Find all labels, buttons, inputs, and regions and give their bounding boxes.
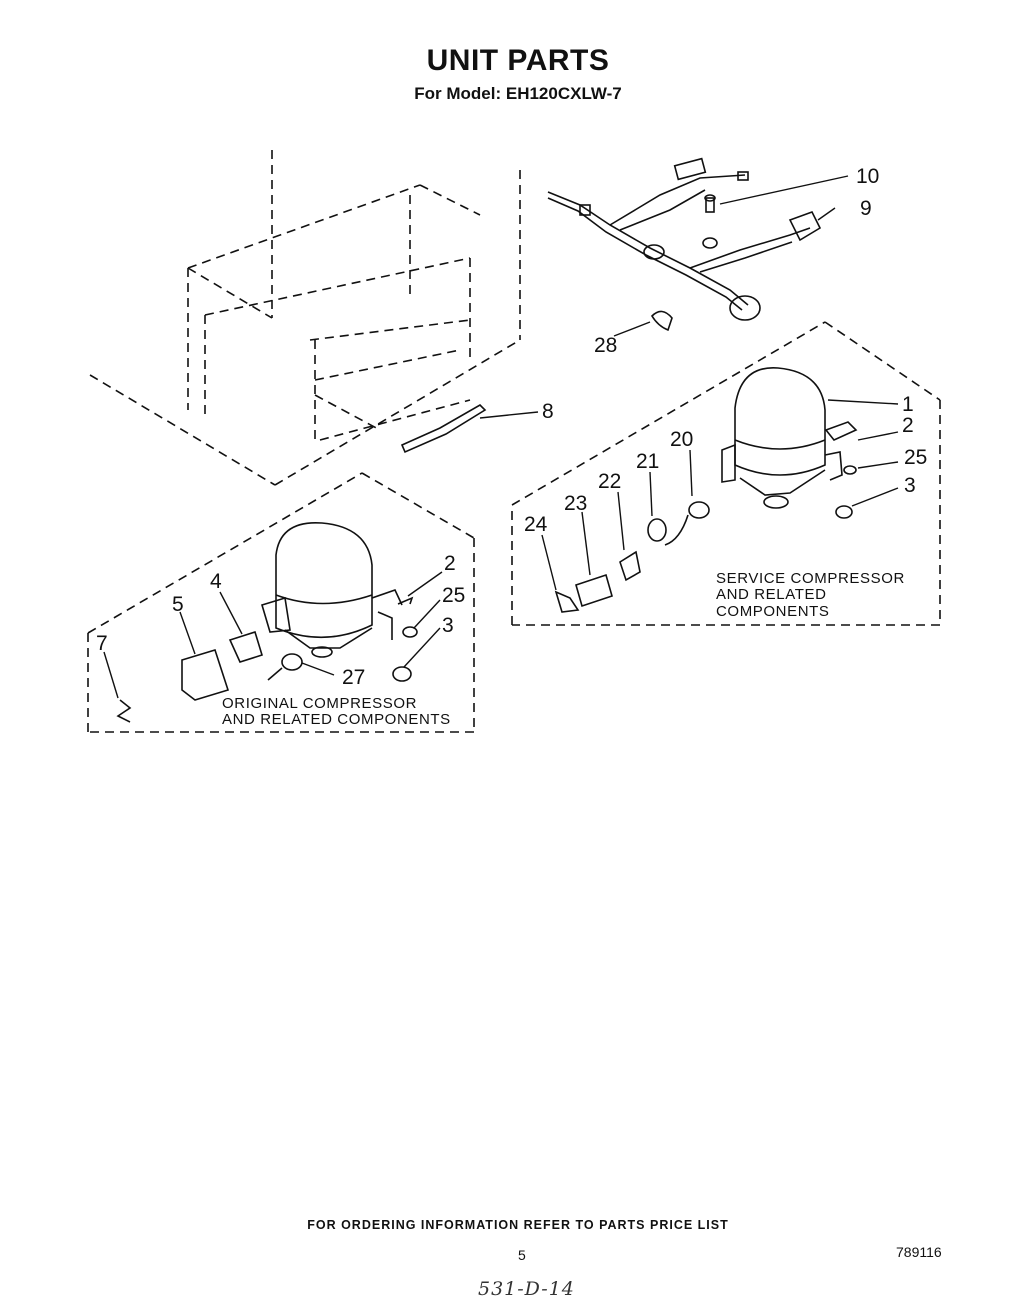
- service-group-label-line1: SERVICE COMPRESSOR: [716, 570, 905, 587]
- callout-9: 9: [860, 197, 872, 220]
- callout-24: 24: [524, 513, 548, 536]
- callout-25-service: 25: [904, 446, 927, 469]
- service-compressor: [721, 367, 843, 509]
- wire-harness: [547, 157, 822, 321]
- callout-21: 21: [636, 450, 659, 473]
- callout-5: 5: [172, 593, 184, 616]
- callout-20: 20: [670, 428, 693, 451]
- callout-8: 8: [542, 400, 554, 423]
- page-number: 5: [518, 1247, 526, 1263]
- original-small-parts: [116, 596, 418, 723]
- original-group-label-line2: AND RELATED COMPONENTS: [222, 711, 451, 728]
- ordering-info-note: FOR ORDERING INFORMATION REFER TO PARTS …: [307, 1218, 729, 1232]
- original-compressor: [261, 522, 403, 658]
- service-group-label-line3: COMPONENTS: [716, 603, 830, 620]
- service-group-box: [511, 321, 941, 626]
- cabinet-outline: [89, 150, 521, 486]
- screw-part: [704, 194, 716, 213]
- callout-2-service: 2: [902, 414, 914, 437]
- callout-7: 7: [96, 632, 108, 655]
- callout-25-original: 25: [442, 584, 465, 607]
- callout-3-original: 3: [442, 614, 454, 637]
- original-group-label-line1: ORIGINAL COMPRESSOR: [222, 695, 417, 712]
- handwritten-note: 531-D-14: [478, 1278, 575, 1300]
- service-group-label-line2: AND RELATED: [716, 586, 827, 603]
- callout-23: 23: [564, 492, 587, 515]
- callout-22: 22: [598, 470, 621, 493]
- service-small-parts: [554, 421, 858, 613]
- callout-4: 4: [210, 570, 222, 593]
- callout-1: 1: [902, 393, 914, 416]
- leader-lines: [103, 175, 899, 699]
- model-subtitle: For Model: EH120CXLW-7: [414, 84, 622, 103]
- callout-3-service: 3: [904, 474, 916, 497]
- clip-part: [650, 310, 673, 332]
- drier-part: [400, 404, 487, 454]
- original-group-box: [87, 472, 475, 733]
- document-number: 789116: [896, 1244, 942, 1260]
- callout-27: 27: [342, 666, 365, 689]
- callout-28: 28: [594, 334, 617, 357]
- callout-2-original: 2: [444, 552, 456, 575]
- page-title: UNIT PARTS: [426, 44, 610, 77]
- callout-10: 10: [856, 165, 879, 188]
